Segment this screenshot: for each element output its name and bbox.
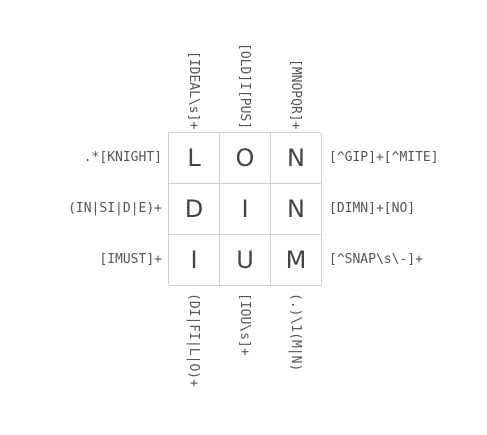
bottom-clue-col-3: (.)\1(M|N) [288,293,303,372]
top-clue-col-3: [MNOPQR]+ [288,58,303,129]
grid-cell-r3-c1[interactable]: I [169,235,220,286]
grid-cell-r3-c3[interactable]: M [271,235,322,286]
grid-cell-r1-c3[interactable]: N [271,133,322,184]
left-clue-row-2: (IN|SI|D|E)+ [68,201,162,216]
right-clue-row-2: [DIMN]+[NO] [329,201,416,216]
grid-cell-r2-c3[interactable]: N [271,184,322,235]
bottom-clue-col-2: [IOU\s]+ [237,293,252,356]
bottom-clue-col-1: (DI|FI|L|O)+ [186,293,201,387]
grid-cell-r1-c1[interactable]: L [169,133,220,184]
top-clue-col-2: [OLD]I[PUS] [237,42,252,129]
grid-cell-r3-c2[interactable]: U [220,235,271,286]
right-clue-row-3: [^SNAP\s\-]+ [329,252,423,267]
top-clue-col-1: [IDEAL\s]+ [186,50,201,129]
grid-cell-r2-c1[interactable]: D [169,184,220,235]
left-clue-row-3: [IMUST]+ [99,252,162,267]
grid-cell-r1-c2[interactable]: O [220,133,271,184]
left-clue-row-1: .*[KNIGHT] [83,150,162,165]
puzzle-grid: L O N D I N I U M [168,132,322,286]
right-clue-row-1: [^GIP]+[^MITE] [329,150,439,165]
grid-cell-r2-c2[interactable]: I [220,184,271,235]
